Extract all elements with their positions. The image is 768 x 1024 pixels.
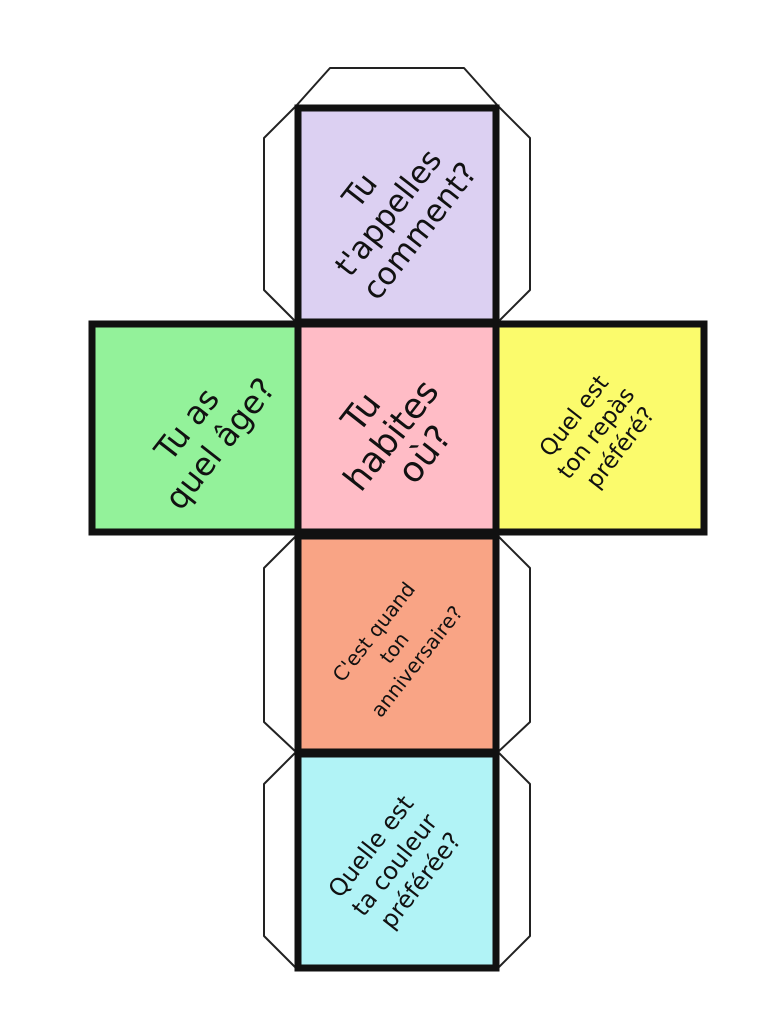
face-lower [294, 532, 500, 756]
face-center [294, 320, 500, 536]
glue-tab-top-left [263, 105, 297, 323]
face-right [492, 320, 708, 536]
glue-tab-bottom-left [263, 751, 297, 969]
glue-tab-lower-left [263, 535, 297, 753]
faces [88, 104, 708, 972]
face-bottom [294, 750, 500, 972]
face-left [88, 320, 302, 536]
glue-tab-top-right [497, 105, 531, 323]
glue-tab-bottom-right [497, 751, 531, 969]
glue-tab-top [295, 67, 499, 107]
glue-tab-lower-right [497, 535, 531, 753]
